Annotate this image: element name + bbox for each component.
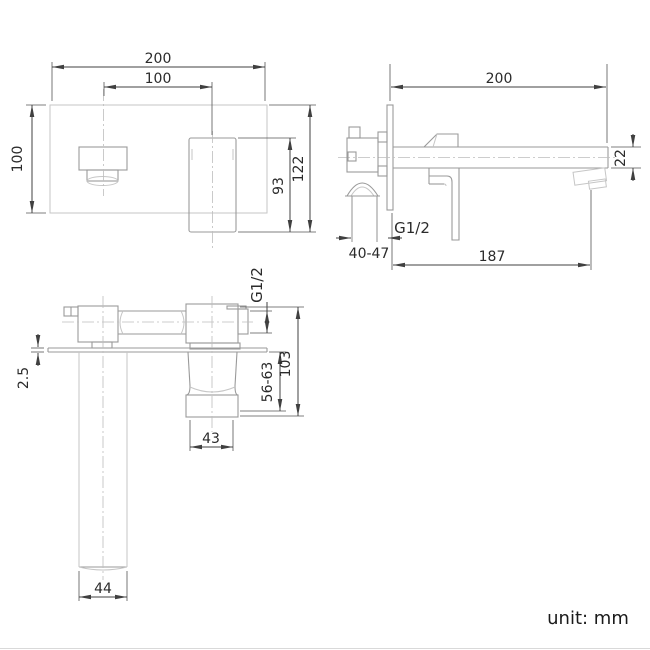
front-centerlines [103,89,213,249]
dim-side-spout-reach: 187 [391,190,592,270]
dim-label-top-spout-width: 44 [94,581,112,597]
side-inwall-body [345,126,388,242]
side-handle-outline [428,168,460,241]
dim-label-top-plate-thickness: 2.5 [16,367,32,389]
dim-side-wall-depth-range: 40-47 [336,235,402,262]
dim-side-spout-length: 200 [389,64,608,143]
dim-label-front-overall-height: 122 [291,156,307,183]
side-view: 200 22 G1/2 40-47 187 [336,64,641,270]
dim-front-overall-height: 122 [238,104,316,233]
front-view: 200 100 100 93 122 [10,51,316,249]
dim-top-valve-depth-range: 56-63 [240,351,286,412]
dim-front-hole-spacing: 100 [103,71,213,135]
side-inlet-thread-text: G1/2 [394,219,430,237]
dim-label-side-spout-reach: 187 [479,249,506,265]
dim-label-top-valve-depth-range: 56-63 [260,362,276,403]
top-centerlines [62,296,253,580]
dim-label-front-hole-spacing: 100 [145,71,172,87]
top-plate-outline [47,347,268,353]
top-body-outline [63,303,249,350]
dim-label-front-plate-height: 100 [10,146,26,173]
side-spout-outline [338,146,616,169]
dim-top-valve-width: 43 [189,420,234,451]
dim-top-inlet-thread: G1/2 [248,267,272,334]
dim-label-side-spout-thickness: 22 [613,149,629,167]
side-lever-outline [423,133,459,148]
dim-top-overall-depth: 103 [240,306,304,417]
dim-top-spout-width: 44 [78,571,128,601]
dim-label-side-wall-depth-range: 40-47 [349,246,390,262]
dim-label-front-handle-height: 93 [271,177,287,195]
side-aerator-outline [572,167,608,190]
dim-label-side-spout-length: 200 [486,71,513,87]
dim-label-front-overall-width: 200 [145,51,172,67]
front-spout-outline [78,146,128,186]
dim-side-spout-thickness: 22 [611,134,641,181]
label-side-inlet-thread: G1/2 [394,219,430,237]
unit-label: unit: mm [547,608,629,629]
front-plate-outline [49,104,268,214]
dim-label-top-overall-depth: 103 [278,351,294,378]
dim-front-handle-height: 93 [238,137,296,232]
dim-front-plate-height: 100 [10,104,46,214]
dim-label-top-valve-width: 43 [202,431,220,447]
top-view: G1/2 2.5 56-63 103 43 [16,267,304,601]
dim-label-top-inlet-thread: G1/2 [248,267,266,303]
dim-top-plate-thickness: 2.5 [16,334,44,389]
dim-front-overall-width: 200 [51,51,266,101]
